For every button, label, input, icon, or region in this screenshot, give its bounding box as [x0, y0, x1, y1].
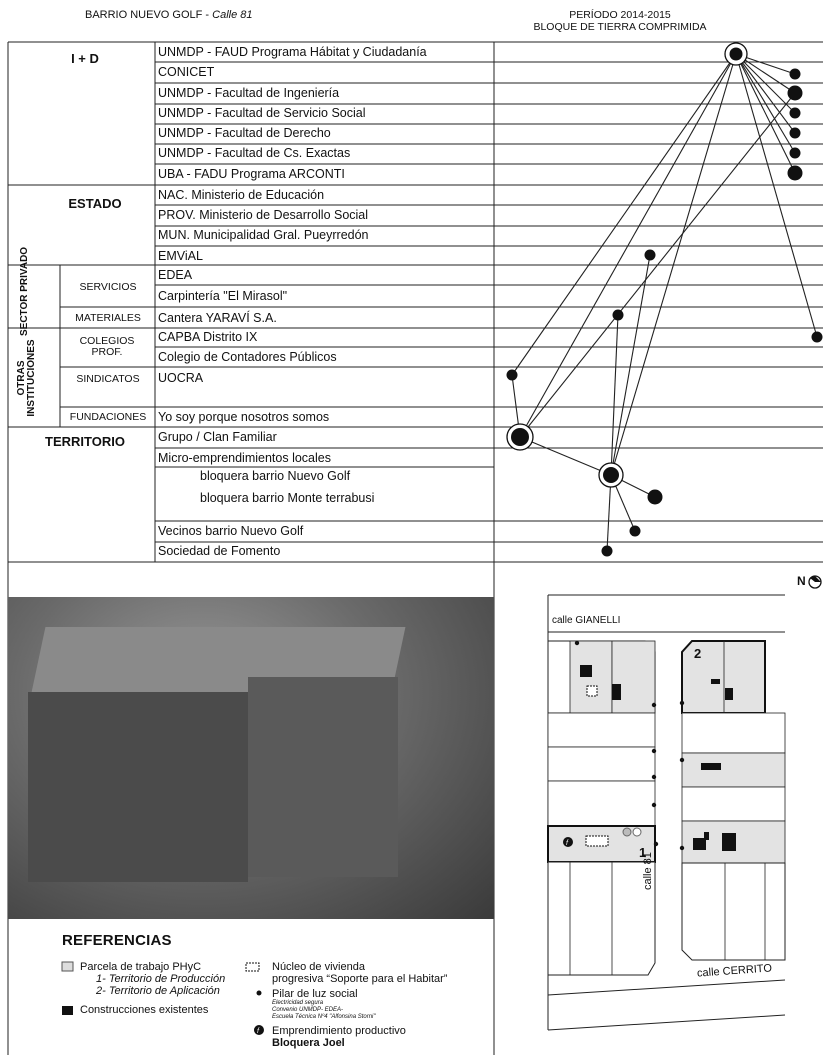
actor-row: UNMDP - Facultad de Ingeniería [158, 86, 340, 100]
ref-pilar: Pilar de luz social [272, 988, 358, 1000]
actor-row: UOCRA [158, 371, 204, 385]
actor-row: UNMDP - FAUD Programa Hábitat y Ciudadan… [158, 45, 427, 59]
category-sector-privado: SECTOR PRIVADO [19, 246, 30, 336]
actor-row: Yo soy porque nosotros somos [158, 410, 330, 424]
ref-territorio-aplicacion: 2- Territorio de Aplicación [96, 985, 220, 997]
actor-row: PROV. Ministerio de Desarrollo Social [158, 208, 369, 222]
ref-territorio-aplicacion-text: 2- Territorio de Aplicación [96, 985, 220, 997]
category-territorio: TERRITORIO [45, 434, 125, 449]
ref-parcela: Parcela de trabajo PHyC [80, 961, 202, 973]
actor-row: bloquera barrio Monte terrabusi [200, 491, 375, 505]
actor-row: Grupo / Clan Familiar [158, 430, 277, 444]
actor-row: Carpintería "El Mirasol" [158, 289, 288, 303]
ref-pilar-small-2: Convenio UNMDP- EDEA- [272, 1007, 344, 1013]
diagram-title-street: Calle 81 [212, 9, 253, 21]
block-front-face [28, 692, 248, 882]
svg-text:f: f [566, 840, 569, 847]
category-sindicatos: SINDICATOS [76, 373, 140, 385]
diagram-title-main: BARRIO NUEVO GOLF - [85, 9, 213, 21]
actor-row: Cantera YARAVÍ S.A. [158, 311, 277, 325]
parcel-1-label: 1 [639, 845, 647, 860]
ref-emprendimiento: Emprendimiento productivo [272, 1025, 406, 1037]
category-fundaciones: FUNDACIONES [69, 411, 147, 423]
compressed-earth-block-photo [8, 597, 494, 919]
network-nodes [506, 42, 823, 557]
ref-territorio-produccion: 1- Territorio de Producción [96, 973, 225, 985]
ref-territorio-produccion-text: 1- Territorio de Producción [96, 973, 226, 985]
period-label: PERÍODO 2014-2015 [569, 9, 671, 21]
ref-nucleo-1: Núcleo de vivienda [272, 961, 365, 973]
category-colegios-prof: COLEGIOS PROF. [79, 335, 135, 358]
actor-row: Colegio de Contadores Públicos [158, 350, 337, 364]
category-estado: ESTADO [68, 196, 122, 211]
actor-row: UNMDP - Facultad de Servicio Social [158, 106, 366, 120]
ref-nucleo-2: progresiva “Soporte para el Habitar” [272, 973, 448, 985]
north-label: N [797, 574, 806, 588]
network-links [511, 53, 818, 552]
actor-row: NAC. Ministerio de Educación [158, 188, 325, 202]
actor-row: CAPBA Distrito IX [158, 330, 258, 344]
legend-symbols: f [61, 961, 264, 1035]
period-material: BLOQUE DE TIERRA COMPRIMIDA [533, 21, 707, 33]
actor-row: Vecinos barrio Nuevo Golf [158, 524, 304, 538]
actor-row: EMViAL [158, 249, 203, 263]
actor-row: Sociedad de Fomento [158, 544, 281, 558]
north-arrow-icon [808, 575, 822, 589]
actor-row: bloquera barrio Nuevo Golf [200, 469, 351, 483]
ref-construcciones: Construcciones existentes [80, 1004, 209, 1016]
actor-row: CONICET [158, 65, 215, 79]
category-servicios: SERVICIOS [79, 281, 137, 293]
parcel-2-label: 2 [694, 646, 702, 661]
block-side-face [248, 677, 398, 877]
actor-row: UNMDP - Facultad de Cs. Exactas [158, 146, 351, 160]
ref-pilar-small-3: Escuela Técnica Nº4 "Alfonsina Storni" [272, 1014, 376, 1020]
category-otras-instituciones: OTRAS INSTITUCIONES [16, 339, 37, 417]
ref-bloquera: Bloquera Joel [272, 1037, 345, 1049]
actor-row: EDEA [158, 268, 193, 282]
actor-row: UNMDP - Facultad de Derecho [158, 126, 331, 140]
period-header: PERÍODO 2014-2015 BLOQUE DE TIERRA COMPR… [500, 9, 740, 33]
actor-row: MUN. Municipalidad Gral. Pueyrredón [158, 228, 369, 242]
ref-pilar-small-1: Electricidad segura [272, 1000, 324, 1006]
svg-text:f: f [257, 1028, 260, 1035]
actor-row: Micro-emprendimientos locales [158, 451, 331, 465]
table-grid [7, 41, 823, 1055]
actor-row: UBA - FADU Programa ARCONTI [158, 167, 345, 181]
diagram-title: BARRIO NUEVO GOLF - Calle 81 [85, 9, 253, 21]
references-title: REFERENCIAS [62, 932, 172, 949]
category-id: I + D [71, 51, 99, 66]
category-materiales: MATERIALES [75, 312, 141, 324]
street-gianelli-label: calle GIANELLI [552, 615, 621, 626]
site-map: f [547, 575, 822, 1031]
